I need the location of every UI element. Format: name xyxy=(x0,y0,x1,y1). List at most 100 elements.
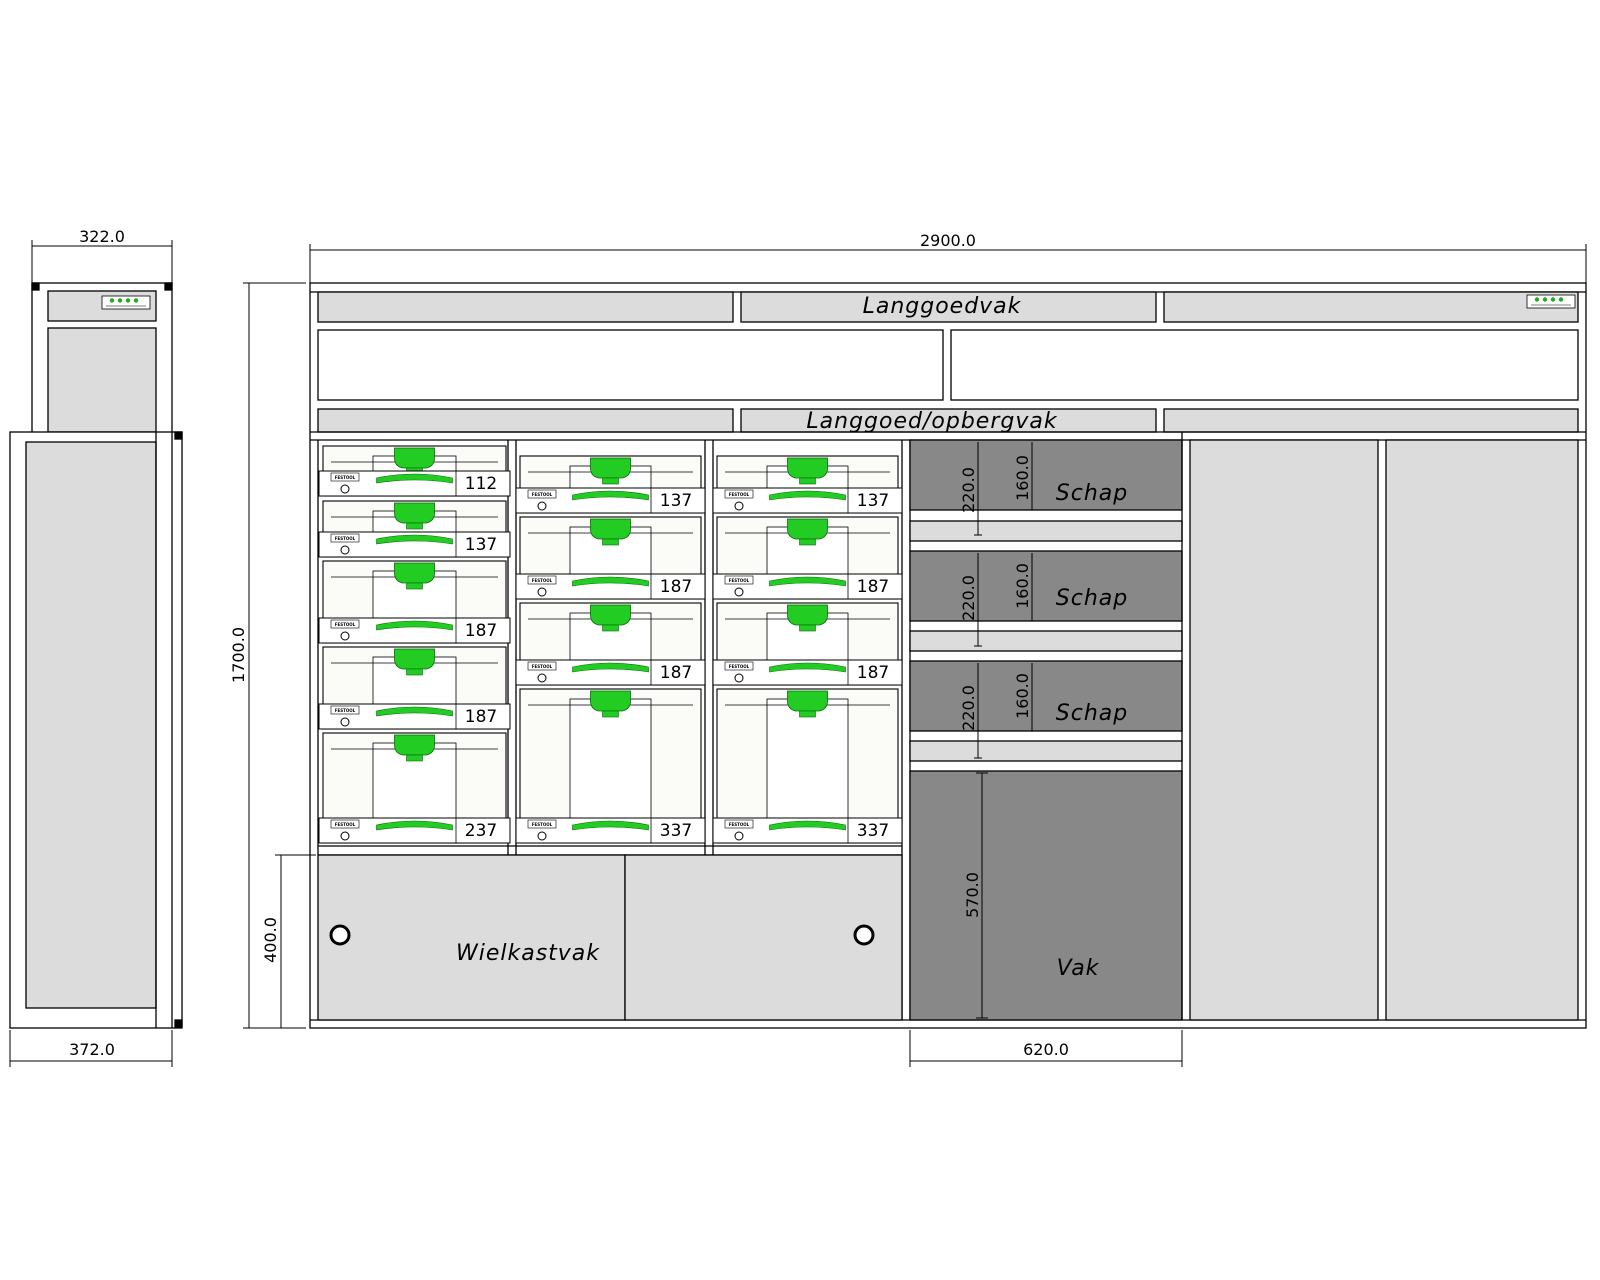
right-door-1 xyxy=(1189,439,1379,1021)
shelf-3 xyxy=(909,660,1183,732)
dim-side-top-label: 322.0 xyxy=(79,227,125,246)
systainer-latch-icon xyxy=(787,604,828,626)
systainer-size-label: 187 xyxy=(660,577,692,597)
top-bay-middle xyxy=(740,291,1157,323)
dim-side-bottom xyxy=(9,1030,173,1067)
wheel-bay-left xyxy=(317,854,626,1021)
systainer-size-label: 187 xyxy=(465,707,497,727)
systainer-brand: FESTOOL xyxy=(532,664,553,669)
systainer-handle-icon xyxy=(572,820,649,831)
systainer-size-label: 337 xyxy=(857,821,889,841)
middle-bay-left xyxy=(317,408,734,433)
wheel-bay-knob-left xyxy=(329,924,351,946)
systainer-latch-icon xyxy=(590,518,631,540)
shelf-3-pitch: 220.0 xyxy=(959,685,978,731)
shelf-1-clear: 160.0 xyxy=(1013,455,1032,501)
systainer-handle-icon xyxy=(769,490,846,501)
systainer-latch-icon xyxy=(787,457,828,479)
systainer: FESTOOL 187 xyxy=(712,516,903,600)
middle-bay-label: Langgoed/opbergvak xyxy=(806,409,1057,434)
systainer-handle-icon xyxy=(769,820,846,831)
side-upper-panel xyxy=(47,327,157,433)
systainer-brand: FESTOOL xyxy=(335,475,356,480)
systainer-handle-icon xyxy=(376,620,453,631)
systainer-latch-icon xyxy=(394,734,435,756)
systainer-brand: FESTOOL xyxy=(335,536,356,541)
shelf-1-label: Schap xyxy=(1056,481,1128,506)
shelf-2-pitch: 220.0 xyxy=(959,575,978,621)
systainer-handle-icon xyxy=(376,534,453,545)
upper-compartment-right xyxy=(950,329,1579,401)
systainer-size-label: 187 xyxy=(465,621,497,641)
right-door-2 xyxy=(1385,439,1579,1021)
middle-bay-right xyxy=(1163,408,1579,433)
open-bay xyxy=(909,770,1183,1021)
systainer-handle-icon xyxy=(769,576,846,587)
systainer-size-label: 187 xyxy=(857,577,889,597)
systainer: FESTOOL 137 xyxy=(712,455,903,514)
dim-total-width-label: 2900.0 xyxy=(920,231,976,250)
systainer-brand: FESTOOL xyxy=(729,578,750,583)
shelf-2 xyxy=(909,550,1183,622)
systainer-size-label: 337 xyxy=(660,821,692,841)
systainer: FESTOOL 187 xyxy=(515,602,706,686)
shelf-2-label: Schap xyxy=(1056,586,1128,611)
systainer-brand: FESTOOL xyxy=(532,492,553,497)
systainer-brand: FESTOOL xyxy=(729,664,750,669)
side-lower-panel xyxy=(25,441,157,1009)
systainer-handle-icon xyxy=(572,490,649,501)
systainer-latch-icon xyxy=(590,604,631,626)
systainer-latch-icon xyxy=(787,690,828,712)
shelf-3-clear: 160.0 xyxy=(1013,673,1032,719)
systainer-handle-icon xyxy=(376,706,453,717)
systainer-latch-icon xyxy=(590,690,631,712)
systainer: FESTOOL 337 xyxy=(515,688,706,844)
front-view xyxy=(309,282,1587,1029)
dim-wheel-height xyxy=(275,854,316,1028)
dim-total-height xyxy=(243,282,306,1029)
shelf-1-pitch: 220.0 xyxy=(959,467,978,513)
dim-shelf-width xyxy=(909,1030,1183,1067)
systainer: FESTOOL 187 xyxy=(712,602,903,686)
dim-total-width xyxy=(309,244,1587,283)
top-bay-label: Langgoedvak xyxy=(863,294,1022,319)
shelf-1 xyxy=(909,439,1183,511)
dim-side-bottom-label: 372.0 xyxy=(69,1040,115,1059)
dim-side-top xyxy=(31,240,173,283)
systainer-brand: FESTOOL xyxy=(729,492,750,497)
systainer-handle-icon xyxy=(769,662,846,673)
wheel-bay-label: Wielkastvak xyxy=(456,941,600,966)
systainer-size-label: 187 xyxy=(660,663,692,683)
upper-compartment-left xyxy=(317,329,944,401)
dim-wheel-height-label: 400.0 xyxy=(261,917,280,963)
systainer-handle-icon xyxy=(572,576,649,587)
systainer-latch-icon xyxy=(394,648,435,670)
systainer: FESTOOL 187 xyxy=(515,516,706,600)
systainer-brand: FESTOOL xyxy=(532,578,553,583)
wheel-bay-knob-right xyxy=(853,924,875,946)
systainer-handle-icon xyxy=(572,662,649,673)
systainer-latch-icon xyxy=(787,518,828,540)
side-logo-icon xyxy=(101,295,151,310)
systainer-size-label: 187 xyxy=(857,663,889,683)
dim-shelf-width-label: 620.0 xyxy=(1023,1040,1069,1059)
shelf-2-clear: 160.0 xyxy=(1013,563,1032,609)
systainer-latch-icon xyxy=(394,447,435,469)
shelf-3-label: Schap xyxy=(1056,701,1128,726)
systainer-size-label: 112 xyxy=(465,474,497,494)
open-bay-height: 570.0 xyxy=(963,872,982,918)
systainer-latch-icon xyxy=(394,562,435,584)
systainer-brand: FESTOOL xyxy=(532,822,553,827)
systainer-size-label: 137 xyxy=(857,491,889,511)
systainer-brand: FESTOOL xyxy=(335,822,356,827)
shelf-dimensions xyxy=(974,442,1036,1019)
open-bay-label: Vak xyxy=(1057,956,1100,981)
